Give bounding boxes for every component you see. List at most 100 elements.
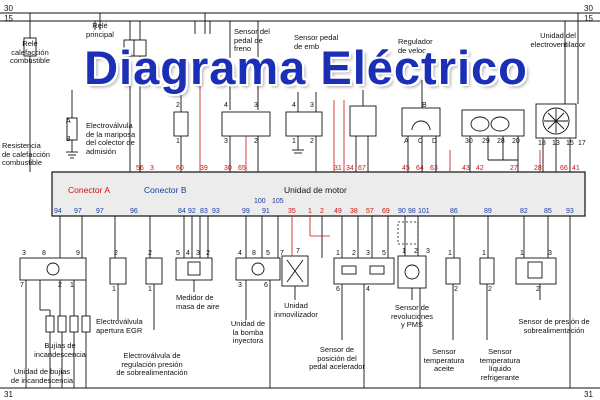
device-pin: 2 bbox=[176, 102, 180, 109]
label-electrovalvula-presion: Electroválvula de regulación presión de … bbox=[116, 351, 188, 377]
device-pin: 1 bbox=[336, 250, 340, 257]
device-pin: 3 bbox=[366, 250, 370, 257]
device-pin: 1 bbox=[112, 286, 116, 293]
device-pin: 4 bbox=[238, 250, 242, 257]
ecu-pin-bottom: 98 bbox=[408, 208, 416, 215]
rail-31-label-right: 31 bbox=[584, 390, 593, 399]
device-pin: 3 bbox=[196, 250, 200, 257]
device-pin: 9 bbox=[76, 250, 80, 257]
device-pin: 1 bbox=[292, 138, 296, 145]
ecu-pin-top: 45 bbox=[402, 165, 410, 172]
ecu-pin-bottom: 90 bbox=[398, 208, 406, 215]
label-electrovalvula-mariposa: Electroválvula de la mariposa del colect… bbox=[86, 121, 136, 156]
ecu-pin-top: 66 bbox=[560, 165, 568, 172]
label-sensor-pedal-freno: Sensor del pedal de freno bbox=[234, 27, 270, 53]
rail-31-label-left: 31 bbox=[4, 390, 13, 399]
device-pin: 20 bbox=[512, 138, 520, 145]
ecu-pin-bottom: 97 bbox=[74, 208, 82, 215]
device-pin: 3 bbox=[426, 248, 430, 255]
ecu-pin-bottom: 85 bbox=[544, 208, 552, 215]
device-pin: 1 bbox=[448, 250, 452, 257]
device-pin: 7 bbox=[280, 250, 284, 257]
label-rele-principal: Relé principal bbox=[86, 21, 114, 39]
device-pin: 2 bbox=[206, 250, 210, 257]
ecu-pin-top: 30 bbox=[224, 165, 232, 172]
label-regulador-veloc: Regulador de veloc bbox=[398, 37, 433, 55]
device-pin: 29 bbox=[482, 138, 490, 145]
device-pin: 4 bbox=[366, 286, 370, 293]
device-pin: 5 bbox=[266, 250, 270, 257]
label-sensor-pedal-acelerador: Sensor de posición del pedal acelerador bbox=[309, 345, 365, 371]
rail-15-label-left: 15 bbox=[4, 14, 13, 23]
device-pin: B bbox=[66, 136, 71, 143]
ecu-pin-bottom: 84 bbox=[178, 208, 186, 215]
device-pin: 2 bbox=[148, 250, 152, 257]
device-pin: A bbox=[66, 118, 71, 125]
ecu-pin-top: 39 bbox=[200, 165, 208, 172]
ecu-pin-bottom: 89 bbox=[484, 208, 492, 215]
ecu-pin-top: 43 bbox=[462, 165, 470, 172]
ecu-pin-top: 42 bbox=[476, 165, 484, 172]
ecu-pin-top: 67 bbox=[358, 165, 366, 172]
diagram-title: Diagrama Eléctrico bbox=[84, 41, 528, 94]
ecu-box bbox=[51, 171, 586, 217]
rail-30-label-right: 30 bbox=[584, 4, 593, 13]
ecu-pin-bottom: 96 bbox=[130, 208, 138, 215]
device-pin: 2 bbox=[414, 248, 418, 255]
device-pin: 3 bbox=[22, 250, 26, 257]
device-pin: 15 bbox=[566, 140, 574, 147]
ecu-pin-bottom: 35 bbox=[288, 208, 296, 215]
ecu-pin-top: 60 bbox=[176, 165, 184, 172]
ecu-pin-bottom: 69 bbox=[382, 208, 390, 215]
device-pin: 28 bbox=[497, 138, 505, 145]
device-pin: 5 bbox=[382, 250, 386, 257]
device-pin: 8 bbox=[252, 250, 256, 257]
ecu-pin-bottom: 101 bbox=[418, 208, 430, 215]
device-pin: 1 bbox=[482, 250, 486, 257]
ecu-pin-top: 41 bbox=[572, 165, 580, 172]
ecu-pin-bottom: 99 bbox=[242, 208, 250, 215]
ecu-pin-bottom: 57 bbox=[366, 208, 374, 215]
device-pin: A bbox=[404, 138, 409, 145]
ecu-pin-bottom: 83 bbox=[200, 208, 208, 215]
label-electrovalvula-egr: Electroválvula apertura EGR bbox=[96, 317, 143, 335]
device-pin: 4 bbox=[186, 250, 190, 257]
label-sensor-temp-aceite: Sensor temperatura aceite bbox=[423, 347, 465, 373]
device-pin: 2 bbox=[536, 286, 540, 293]
ecu-pin-bottom: 38 bbox=[350, 208, 358, 215]
ecu-title: Unidad de motor bbox=[284, 185, 347, 195]
device-pin: 8 bbox=[42, 250, 46, 257]
device-pin: 4 bbox=[292, 102, 296, 109]
device-pin: C bbox=[418, 138, 424, 145]
ecu-pin-bottom: 94 bbox=[54, 208, 62, 215]
device-pin: 1 bbox=[402, 248, 406, 255]
device-pin: 3 bbox=[310, 102, 314, 109]
device-pin: 3 bbox=[224, 138, 228, 145]
ecu-pin-bottom: 97 bbox=[96, 208, 104, 215]
device-pin: 17 bbox=[578, 140, 586, 147]
label-rele-calefaccion: Relé calefacción combustible bbox=[9, 39, 51, 65]
ecu-pin-top: 3 bbox=[150, 165, 154, 172]
device-pin: 2 bbox=[352, 250, 356, 257]
ecu-pin-top: 63 bbox=[430, 165, 438, 172]
device-pin: 18 bbox=[538, 140, 546, 147]
ecu-pin-top: 31 bbox=[334, 165, 342, 172]
device-pin: 2 bbox=[114, 250, 118, 257]
ecu-pin-bottom: 2 bbox=[320, 208, 324, 215]
device-pin: 1 bbox=[70, 282, 74, 289]
device-pin: D bbox=[432, 138, 438, 145]
label-sensor-temp-refrigerante: Sensor temperatura líquido refrigerante bbox=[479, 347, 521, 382]
ecu-pin-top: 64 bbox=[416, 165, 424, 172]
label-sensor-presion-sobre: Sensor de presión de sobrealimentación bbox=[518, 317, 590, 335]
device-pin: 30 bbox=[465, 138, 473, 145]
ecu-pin-top: 28 bbox=[534, 165, 542, 172]
device-pin: 5 bbox=[176, 250, 180, 257]
ecu-pin-bottom: 93 bbox=[212, 208, 220, 215]
ecu-pin-bottom: 1 bbox=[308, 208, 312, 215]
device-pin: 6 bbox=[336, 286, 340, 293]
label-unidad-electroventilador: Unidad del electroventilador bbox=[530, 31, 586, 49]
device-pin: 7 bbox=[20, 282, 24, 289]
device-pin: 3 bbox=[238, 282, 242, 289]
device-pin: 1 bbox=[520, 250, 524, 257]
